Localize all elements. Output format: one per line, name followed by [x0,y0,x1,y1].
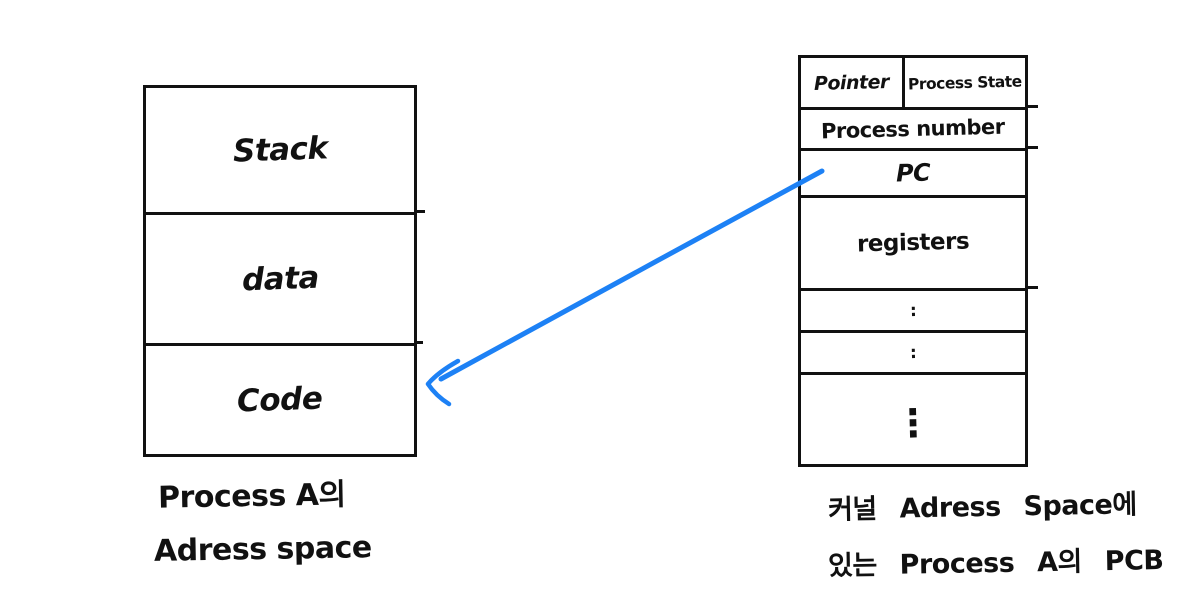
right-caption-line1: 커널 Adress Space에 [827,489,1137,526]
ellipsis-row-2: : [801,333,1025,375]
pcb-header-row: Pointer Process State [801,58,1025,110]
vertical-ellipsis-row: ⋮ [801,375,1025,470]
hand-drawn-tick [1026,146,1038,149]
ellipsis-mark: : [909,342,917,363]
process-number-row: Process number [801,110,1025,151]
left-caption-line2: Adress space [153,530,372,569]
code-section-label: Code [236,380,324,420]
right-caption-line2: 있는 Process A의 PCB [827,545,1164,582]
pc-label: PC [895,158,931,188]
left-caption-line1: Process A의 [157,477,346,516]
arrow-head-icon [425,358,461,407]
pcb-box: Pointer Process State Process number PC … [798,55,1028,467]
stack-section: Stack [146,88,414,215]
pointer-label: Pointer [813,70,890,95]
process-state-cell: Process State [905,58,1025,107]
process-address-space-box: Stack data Code [143,85,417,457]
hand-drawn-tick [416,210,425,213]
registers-row: registers [801,198,1025,291]
code-section: Code [146,346,414,454]
data-section: data [146,215,414,346]
ellipsis-mark: : [909,300,917,321]
hand-drawn-tick [416,341,423,344]
process-state-label: Process State [907,72,1023,93]
data-section-label: data [240,259,320,299]
hand-drawn-tick [1026,105,1038,108]
hand-drawn-tick [1026,286,1038,289]
ellipsis-row-1: : [801,291,1025,333]
registers-label: registers [856,228,970,258]
process-number-label: Process number [820,114,1006,144]
pointer-cell: Pointer [801,58,905,107]
vertical-ellipsis-mark: ⋮ [893,400,933,445]
stack-section-label: Stack [232,130,328,170]
arrow-shaft [438,168,825,382]
pc-row: PC [801,151,1025,198]
